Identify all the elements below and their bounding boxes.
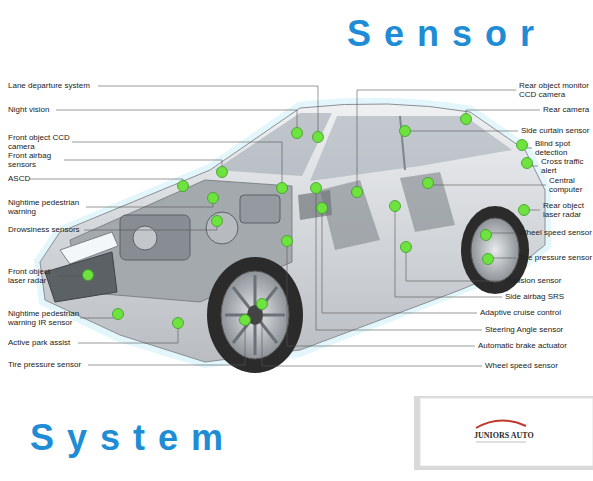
sensor-label: Front airbag sensors <box>8 151 68 169</box>
dashboard <box>298 190 332 220</box>
side-window <box>310 116 512 181</box>
sensor-label: Rear camera <box>543 105 593 114</box>
sensor-label: Night vision <box>8 105 108 114</box>
rear-rim <box>471 218 519 282</box>
logo-shadow <box>414 396 593 470</box>
sensor-label: Cross traffic alert <box>541 157 593 175</box>
sensor-label: Rear object monitor CCD camera <box>519 81 593 99</box>
front-tire <box>207 257 303 373</box>
door-pillar <box>400 116 405 170</box>
sensor-label: Drowsiness sensors <box>8 225 108 234</box>
sensor-label: Collision sensor <box>505 276 593 285</box>
sensor-dots <box>83 114 533 329</box>
logo-swoosh <box>476 420 526 428</box>
sensor-label: Blind spot detection <box>535 139 590 157</box>
sensor-label: Tire pressure sensor <box>519 253 593 262</box>
logo-rule <box>476 442 526 443</box>
sensor-label: Active park assist <box>8 338 108 347</box>
sensor-label: Side curtain sensor <box>521 126 593 135</box>
sensor-label: Lane departure system <box>8 81 108 90</box>
sensor-label: Nightime pedestrian warning IR sensor <box>8 309 93 327</box>
engine-part <box>240 195 280 223</box>
leader-lines <box>30 86 546 366</box>
engine-part <box>206 212 238 244</box>
sensor-label: Side airbag SRS <box>505 292 593 301</box>
sensor-label: Tire pressure sensor <box>8 360 108 369</box>
sensor-label: Front object laser radar <box>8 267 68 285</box>
sensor-label: Wheel speed sensor <box>519 228 593 237</box>
logo-card <box>420 398 593 466</box>
sensor-label: Nightime pedestrian warning <box>8 198 93 216</box>
front-rim <box>221 271 289 359</box>
logo-text: JUNIORS AUTO <box>474 431 534 440</box>
windshield <box>215 113 332 176</box>
rim-spokes <box>225 275 285 355</box>
engine-block <box>120 215 190 260</box>
sensor-label: ASCD <box>8 174 68 183</box>
sensor-label: Adaptive cruise control <box>480 308 593 317</box>
sensor-label: Automatic brake actuator <box>478 341 593 350</box>
sensor-label: Wheel speed sensor <box>485 361 593 370</box>
title-text: Sensor <box>347 14 547 54</box>
seat <box>400 172 455 232</box>
sensor-label: Steering Angle sensor <box>485 325 593 334</box>
sensor-label: Rear object laser radar <box>543 201 593 219</box>
sensor-label: Front object CCD camera <box>8 133 83 151</box>
engine-part <box>133 226 157 250</box>
sensor-label: Central computer <box>549 176 593 194</box>
grille <box>45 252 117 302</box>
caption-text: System <box>30 418 236 458</box>
